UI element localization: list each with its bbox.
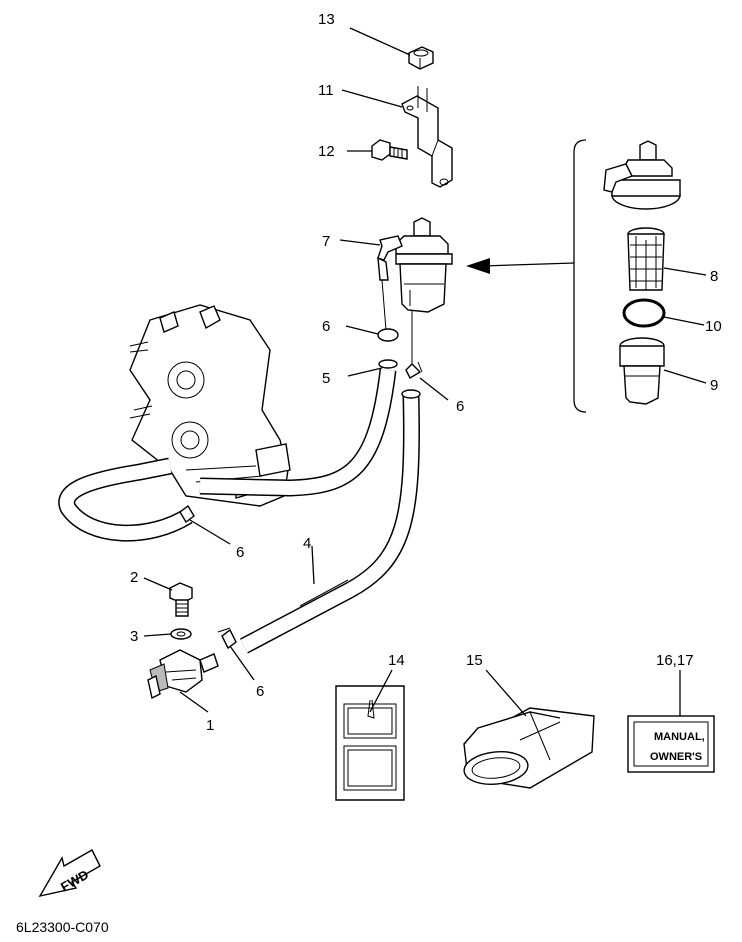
callout-14: 14 [388,652,405,669]
callout-8: 8 [710,268,718,285]
callout-7: 7 [322,233,330,250]
callout-16-17: 16,17 [656,652,694,669]
leader-4 [311,545,315,585]
part-16-17-manual: MANUAL, OWNER'S [627,715,715,773]
filter-outlet-pipe [381,279,387,331]
callout-9: 9 [710,377,718,394]
leader-2 [143,577,173,591]
callout-2: 2 [130,569,138,586]
part-6-clip-a [377,328,399,342]
leader-7 [339,239,381,246]
callout-6a: 6 [322,318,330,335]
callout-12: 12 [318,143,335,160]
callout-10: 10 [705,318,722,335]
leader-10 [663,316,705,326]
fuel-hose-loop-inner [59,459,192,540]
manual-label-line2: OWNER'S [650,751,702,763]
callout-15: 15 [466,652,483,669]
part-1-fuel-connector [147,649,219,700]
part-9-filter-cup [619,337,665,405]
manual-label-line1: MANUAL, [654,731,705,743]
part-14-decal [335,685,405,801]
callout-6d: 6 [256,683,264,700]
part-6-clip-d [217,627,237,650]
part-4-hose-inner [240,395,419,653]
leader-15 [485,669,527,717]
leader-6a [345,325,379,335]
part-3-washer [170,628,192,640]
leader-6d [229,645,255,681]
leader-1 [179,691,209,713]
part-10-o-ring [622,298,666,328]
part-4-hose-highlight [299,579,349,607]
callout-13: 13 [318,11,335,28]
exploded-view-arrow-line [481,262,575,267]
part-6-clip-b [405,361,423,379]
callout-1: 1 [206,717,214,734]
part-12-bolt [371,139,408,161]
exploded-view-bracket [573,139,587,413]
exploded-view-arrowhead [466,258,490,274]
callout-6b: 6 [456,398,464,415]
drawing-code: 6L23300-C070 [16,919,109,935]
callout-3: 3 [130,628,138,645]
leader-14 [369,669,393,713]
leader-6c [189,519,231,545]
part-5-hose-end [378,359,398,369]
callout-11: 11 [318,82,334,99]
part-5-hose-inner [199,369,395,496]
filter-head-exploded [603,140,681,210]
callout-5: 5 [322,370,330,387]
part-13-nut [408,46,434,70]
leader-9 [663,369,707,384]
callout-4: 4 [303,535,311,552]
leader-13 [349,27,411,56]
fwd-arrow-icon: FWD [38,849,101,898]
leader-5 [347,367,383,377]
leader-6b [419,377,449,401]
leader-11 [341,89,403,108]
part-15-bag [463,707,595,789]
leader-8 [663,267,707,276]
part-4-hose-end [401,389,421,399]
part-8-filter-element [627,227,665,291]
callout-6c: 6 [236,544,244,561]
part-11-bracket [401,86,453,188]
part-6-clip-c [179,504,195,524]
part-7-fuel-filter [377,217,453,313]
leader-3 [143,633,172,637]
part-2-bolt [169,582,193,617]
